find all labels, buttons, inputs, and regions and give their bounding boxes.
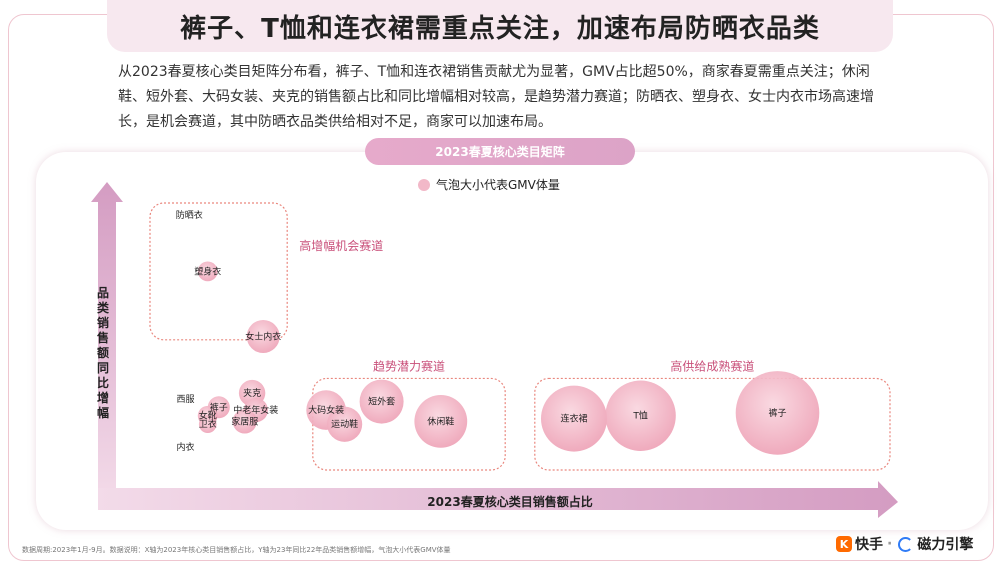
legend-label: 气泡大小代表GMV体量 bbox=[436, 178, 560, 192]
description-text: 从2023春夏核心类目矩阵分布看，裤子、T恤和连衣裙销售贡献尤为显著，GMV占比… bbox=[118, 64, 874, 130]
bubble-label: 内衣 bbox=[176, 441, 194, 453]
bubble-point bbox=[541, 385, 607, 452]
bubble-label: 运动鞋 bbox=[331, 418, 358, 430]
bubble-label: T恤 bbox=[632, 410, 648, 422]
x-axis-arrow bbox=[98, 481, 898, 518]
bubble-label: 夹克 bbox=[243, 387, 261, 399]
bubble-point bbox=[246, 320, 280, 353]
bubble-point bbox=[198, 415, 217, 434]
zone-label: 高供给成熟赛道 bbox=[670, 358, 754, 373]
bubble-label: 女靴 bbox=[199, 410, 217, 422]
bubble-label: 女士内衣 bbox=[245, 331, 281, 343]
matrix-title-pill: 2023春夏核心类目矩阵 bbox=[365, 138, 635, 165]
bubble-point bbox=[327, 406, 363, 442]
x-axis-label: 2023春夏核心类目销售额占比 bbox=[427, 495, 593, 509]
bubble-label: 卫衣 bbox=[199, 418, 217, 430]
bubble-label: 家居服 bbox=[231, 415, 258, 427]
zone-box bbox=[534, 377, 891, 471]
bubble-label: 大码女装 bbox=[308, 404, 344, 416]
bubble-label: 裤子 bbox=[768, 407, 786, 419]
bubble-label: 短外套 bbox=[368, 396, 395, 408]
bubble-label: 防晒衣 bbox=[176, 209, 203, 221]
chart-panel bbox=[36, 152, 988, 530]
brand-separator: · bbox=[887, 536, 893, 552]
kuaishou-logo-icon: K bbox=[836, 536, 852, 552]
bubble-label: 裤子 bbox=[210, 401, 228, 413]
title-bar: 裤子、T恤和连衣裙需重点关注，加速布局防晒衣品类 bbox=[107, 0, 893, 52]
bubble-point bbox=[414, 395, 468, 448]
bubble-label: 连衣裙 bbox=[560, 413, 587, 425]
bubble-label: 塑身衣 bbox=[194, 265, 221, 277]
footnote: 数据周期:2023年1月-9月。数据说明：X轴为2023年核心类目销售额占比，Y… bbox=[22, 546, 451, 554]
bubble-point bbox=[232, 409, 257, 434]
zone-label: 高增幅机会赛道 bbox=[299, 238, 383, 253]
chart-legend: 气泡大小代表GMV体量 bbox=[418, 176, 560, 193]
cili-logo-icon bbox=[898, 536, 914, 552]
bubble-label: 休闲鞋 bbox=[427, 415, 454, 427]
brand1-label: 快手 bbox=[855, 537, 883, 553]
bubble-point bbox=[605, 380, 676, 451]
legend-bubble-icon bbox=[418, 178, 430, 191]
y-axis-label: 品类销售额同比增幅 bbox=[96, 286, 109, 420]
brand2-label: 磁力引擎 bbox=[917, 537, 974, 553]
page-title: 裤子、T恤和连衣裙需重点关注，加速布局防晒衣品类 bbox=[180, 13, 820, 44]
brand-logo: K 快手 · 磁力引擎 bbox=[836, 534, 973, 554]
bubble-point bbox=[359, 379, 404, 424]
y-axis-arrow bbox=[91, 182, 123, 501]
bubble-label: 中老年女装 bbox=[233, 404, 278, 416]
zone-box bbox=[149, 202, 288, 341]
bubble-point bbox=[197, 261, 218, 282]
matrix-title: 2023春夏核心类目矩阵 bbox=[435, 145, 565, 159]
bubble-point bbox=[735, 371, 820, 455]
zone-label: 趋势潜力赛道 bbox=[373, 358, 445, 373]
bubble-label: 西服 bbox=[176, 394, 194, 405]
